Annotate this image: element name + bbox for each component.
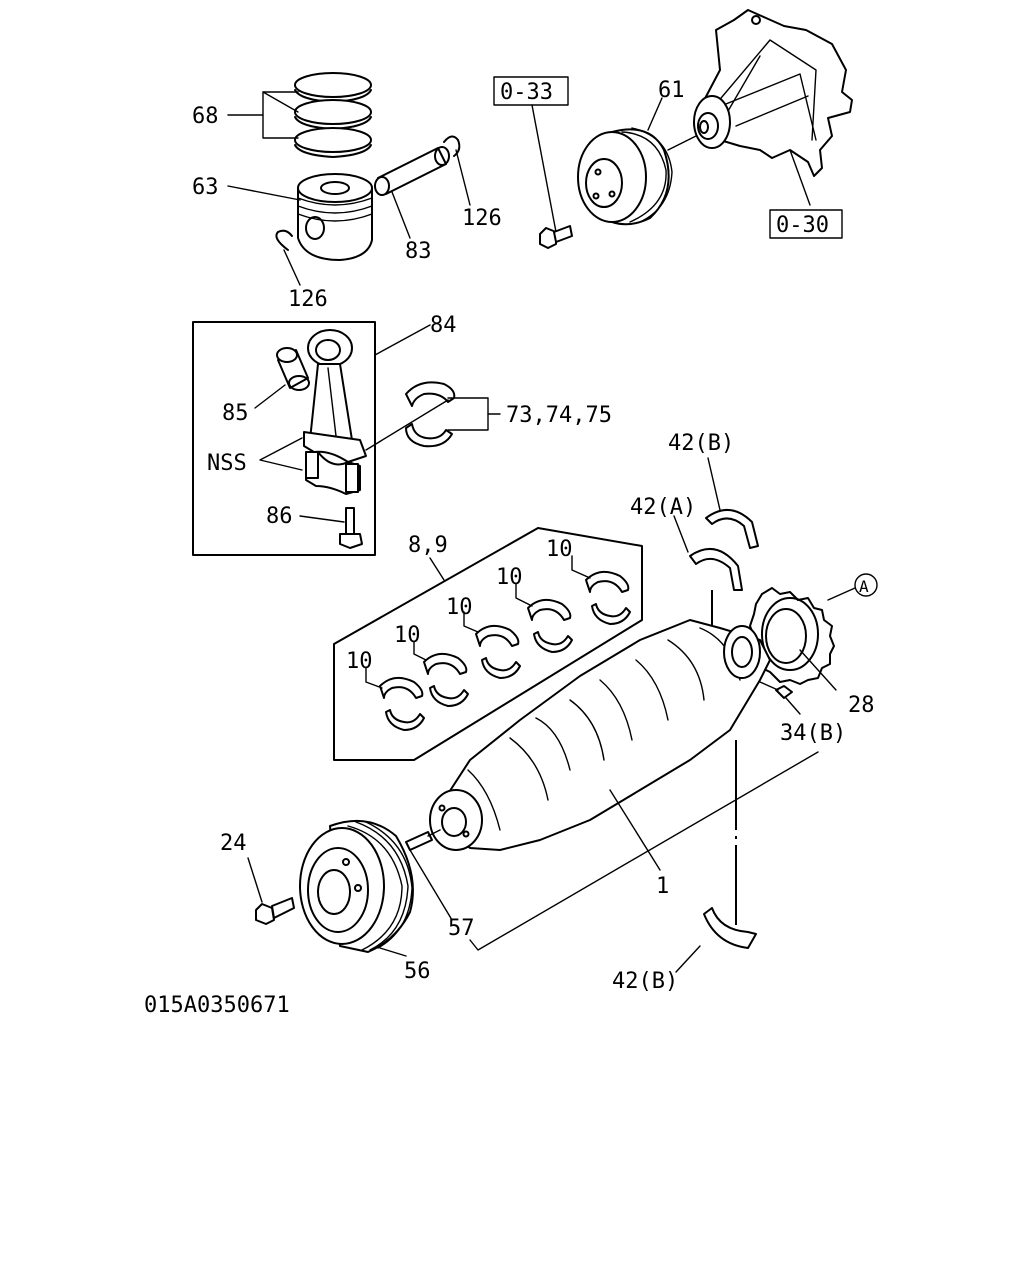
- pin-34b-axis: [759, 681, 779, 691]
- leader-126-left: [283, 249, 301, 286]
- callout-84: 84: [430, 313, 457, 338]
- callout-61: 61: [658, 78, 685, 103]
- leader-68: [227, 91, 299, 139]
- thrust-washer-42b-bottom: [703, 907, 757, 949]
- leader-57-34b: [469, 751, 819, 951]
- leader-bearing-conrod: [365, 399, 449, 451]
- leader-126-top: [455, 149, 471, 206]
- ref-circle-a: [854, 573, 878, 597]
- leader-42a: [673, 515, 689, 553]
- dowel-pin-34b: [775, 685, 793, 699]
- leader-85: [254, 384, 286, 409]
- leader-o30: [789, 149, 811, 206]
- leader-56: [379, 947, 407, 957]
- callout-42b-top: 42(B): [668, 431, 734, 456]
- connecting-rod: [303, 329, 367, 495]
- leader-nss: [259, 437, 303, 471]
- callout-28: 28: [848, 693, 875, 718]
- ref-o30: 0-30: [776, 213, 829, 238]
- main-bearing-3: [413, 641, 469, 707]
- water-pump-pulley: [577, 127, 673, 226]
- callout-126-top: 126: [462, 206, 502, 231]
- ref-box-o33: [493, 76, 569, 106]
- leader-42b-top: [707, 457, 721, 511]
- shaft-line: [667, 133, 701, 151]
- snap-ring-right: [443, 135, 461, 157]
- callout-57: 57: [448, 916, 475, 941]
- leader-84: [374, 324, 431, 356]
- crankshaft: [429, 619, 771, 851]
- callout-85: 85: [222, 401, 249, 426]
- main-bearing-6: [571, 555, 631, 625]
- thrust-washer-42b-top: [705, 509, 759, 549]
- pin-57: [405, 831, 433, 851]
- ref-a: A: [859, 577, 869, 596]
- leader-28: [799, 649, 837, 691]
- main-bearing-5: [515, 583, 573, 653]
- leader-34b: [785, 697, 801, 715]
- crankshaft-pulley: [299, 819, 414, 953]
- callout-126-left: 126: [288, 287, 328, 312]
- main-bearings-box: [333, 527, 643, 761]
- callout-68: 68: [192, 104, 219, 129]
- leader-83: [391, 191, 411, 239]
- leader-8-9: [429, 557, 445, 581]
- callout-8-9: 8,9: [408, 533, 448, 558]
- piston-rings: [294, 72, 372, 158]
- leader-86: [299, 515, 345, 523]
- snap-ring-left: [275, 229, 293, 251]
- callout-63: 63: [192, 175, 219, 200]
- small-end-bushing: [276, 347, 310, 391]
- callout-nss: NSS: [207, 451, 247, 476]
- piston-pin: [374, 146, 450, 196]
- leader-57: [409, 849, 453, 921]
- leader-o33: [531, 104, 557, 233]
- callout-10-6: 10: [546, 537, 573, 562]
- main-bearing-2: [365, 667, 425, 731]
- leader-42b-bottom: [675, 945, 701, 973]
- leader-73-74-75: [447, 397, 489, 431]
- callout-34b: 34(B): [780, 721, 846, 746]
- conrod-bearings: [405, 381, 456, 448]
- leader-24: [247, 857, 263, 903]
- ref-o33: 0-33: [500, 80, 553, 105]
- piston: [297, 173, 373, 261]
- callout-42a: 42(A): [630, 495, 696, 520]
- callout-10-3: 10: [394, 623, 421, 648]
- leader-63: [227, 185, 301, 201]
- connecting-rod-assembly-box: [192, 321, 376, 556]
- pin-57-axis: [427, 829, 441, 837]
- water-pump: [693, 9, 853, 177]
- callout-10-4: 10: [446, 595, 473, 620]
- callout-56: 56: [404, 959, 431, 984]
- callout-10-5: 10: [496, 565, 523, 590]
- thrust-washer-42a: [689, 547, 743, 591]
- leader-a: [827, 587, 856, 601]
- callout-83: 83: [405, 239, 432, 264]
- main-bearing-4: [463, 611, 521, 679]
- conrod-bolt: [339, 507, 363, 549]
- leader-1: [609, 789, 661, 871]
- callout-10-2: 10: [346, 649, 373, 674]
- callout-42b-bottom: 42(B): [612, 969, 678, 994]
- callout-73-74-75: 73,74,75: [506, 403, 612, 428]
- drawing-number: 015A0350671: [144, 993, 290, 1018]
- leader-61: [647, 97, 663, 131]
- callout-86: 86: [266, 504, 293, 529]
- ref-box-o30: [769, 209, 843, 239]
- pulley-bolt-24: [255, 897, 295, 925]
- callout-1: 1: [656, 874, 669, 899]
- pulley-bolt: [539, 225, 573, 249]
- callout-24: 24: [220, 831, 247, 856]
